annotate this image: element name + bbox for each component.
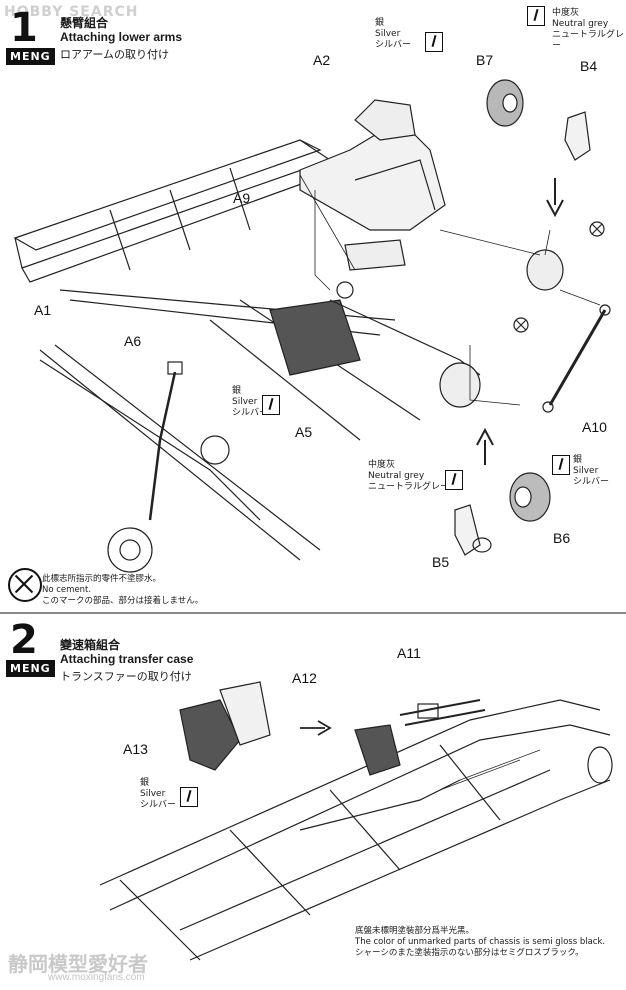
paint-callout-grey-top: 中度灰 Neutral grey ニュートラルグレー [552, 8, 625, 51]
paint-brush-icon [527, 6, 545, 26]
paint-callout-silver-top: 銀 Silver シルバー [375, 18, 412, 50]
part-label-b7: B7 [476, 52, 494, 68]
paint-brush-icon [180, 787, 198, 807]
part-label-a1: A1 [34, 302, 52, 318]
part-label-a12: A12 [292, 670, 317, 686]
part-label-a13: A13 [123, 741, 148, 757]
part-label-b5: B5 [432, 554, 450, 570]
part-label-a11: A11 [397, 645, 421, 661]
step-1-note: 此標志所指示的零件不塗膠水。 No cement. このマークの部品、部分は接着… [42, 574, 204, 606]
part-label-a10: A10 [582, 419, 607, 435]
paint-brush-icon [552, 455, 570, 475]
paint-callout-silver-step2: 銀 Silver シルバー [140, 778, 177, 810]
paint-callout-silver-mid: 銀 Silver シルバー [232, 386, 269, 418]
step-2-number: 2 [10, 617, 38, 663]
watermark-url: www.moxingfans.com [48, 972, 145, 983]
part-label-a6: A6 [124, 333, 142, 349]
paint-brush-icon [425, 32, 443, 52]
step-divider [0, 612, 626, 614]
part-label-a5: A5 [295, 424, 313, 440]
paint-callout-grey-bottom: 中度灰 Neutral grey ニュートラルグレー [368, 460, 450, 492]
step-2-note: 底盤未標明塗裝部分爲半光黑。 The color of unmarked par… [355, 926, 606, 958]
watermark-logo: HOBBY SEARCH [4, 4, 139, 20]
step-1-title-jp: ロアアームの取り付け [60, 48, 170, 61]
step-2-title-en: Attaching transfer case [60, 652, 194, 666]
step-1-number: 1 [10, 5, 38, 51]
paint-callout-silver-bottom: 銀 Silver シルバー [573, 455, 610, 487]
no-cement-icon [8, 568, 42, 602]
step-2-title-cn: 變速箱組合 [60, 638, 121, 652]
part-label-a9: A9 [233, 190, 251, 206]
step-2-title-jp: トランスファーの取り付け [60, 670, 192, 683]
meng-logo: MENG [6, 660, 55, 677]
step-1-title-en: Attaching lower arms [60, 30, 183, 44]
part-label-b4: B4 [580, 58, 598, 74]
step-1-title-cn: 懸臂組合 [60, 16, 109, 30]
part-label-a2: A2 [313, 52, 331, 68]
watermark-site-name: 静岡模型愛好者 [8, 952, 148, 976]
paint-brush-icon [262, 395, 280, 415]
meng-logo: MENG [6, 48, 55, 65]
part-label-b6: B6 [553, 530, 571, 546]
paint-brush-icon [445, 470, 463, 490]
